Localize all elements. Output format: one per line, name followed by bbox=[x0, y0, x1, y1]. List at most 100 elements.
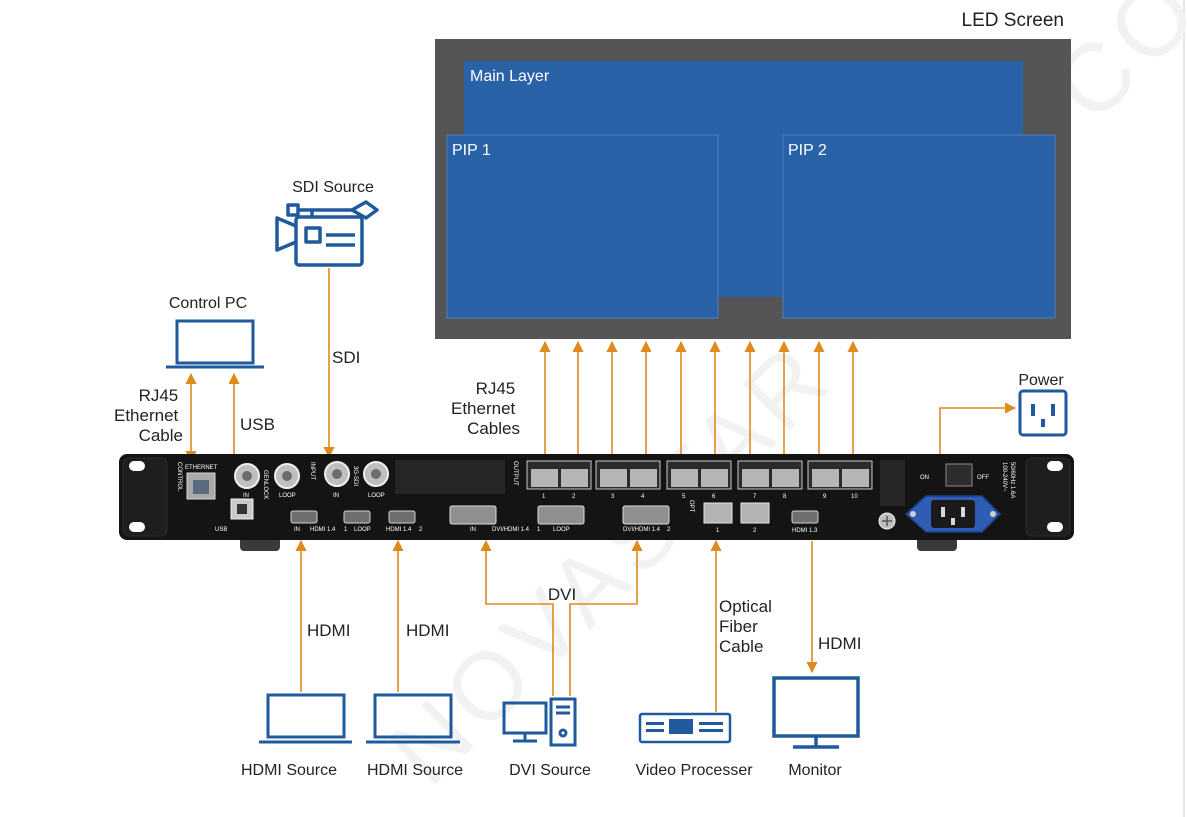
hdmi14-1-num: 1 bbox=[344, 527, 348, 533]
rack-ear-right bbox=[1025, 457, 1071, 537]
genlock-loop-label: LOOP bbox=[279, 493, 296, 499]
rack-ear-left bbox=[122, 457, 168, 537]
opt-section-label: OPT bbox=[688, 500, 694, 513]
ethernet-port-label: ETHERNET bbox=[185, 465, 218, 471]
pip2-layer bbox=[782, 134, 1056, 319]
laptop-icon bbox=[166, 319, 264, 369]
sdi-loop-bnc[interactable] bbox=[363, 461, 389, 487]
genlock-in-label: IN bbox=[243, 493, 249, 499]
monitor-label: Monitor bbox=[788, 762, 842, 779]
sdi-loop-label: LOOP bbox=[368, 493, 385, 499]
dvi-2-label: DVI/HDMI 1.4 bbox=[623, 527, 661, 533]
pip1-label: PIP 1 bbox=[452, 142, 491, 159]
device-feet-right bbox=[917, 537, 957, 551]
opt-port-2[interactable] bbox=[740, 502, 770, 524]
output-port-10[interactable] bbox=[842, 469, 869, 487]
output-section-label: OUTPUT bbox=[512, 461, 518, 486]
opt-port-1-label: 1 bbox=[716, 528, 720, 534]
hdmi14-2-label: HDMI 1.4 bbox=[386, 527, 412, 533]
video-processer-label: Video Processer bbox=[635, 762, 753, 779]
hdmi14-1-loop-label: LOOP bbox=[354, 527, 371, 533]
output-port-4[interactable] bbox=[630, 469, 657, 487]
control-pc-label: Control PC bbox=[169, 295, 247, 312]
hdmi-source-2-label: HDMI Source bbox=[367, 762, 463, 779]
hdmi14-1-in-label: IN bbox=[294, 527, 300, 533]
hdmi14-2-num: 2 bbox=[419, 527, 423, 533]
vent-grill bbox=[395, 460, 905, 506]
monitor-icon bbox=[772, 676, 860, 749]
dvi-cable-2 bbox=[569, 539, 643, 696]
output-port-6[interactable] bbox=[701, 469, 728, 487]
hdmi13-port[interactable] bbox=[791, 510, 819, 524]
power-switch[interactable] bbox=[945, 463, 973, 487]
output-port-2[interactable] bbox=[561, 469, 588, 487]
rack-hole bbox=[129, 461, 145, 471]
genlock-label: GENLOCK bbox=[262, 470, 268, 499]
output-port-5[interactable] bbox=[671, 469, 698, 487]
laptop-icon bbox=[259, 693, 352, 744]
sdi-in-bnc[interactable] bbox=[324, 461, 350, 487]
dvi-1-loop-label: LOOP bbox=[553, 527, 570, 533]
ground-screw bbox=[878, 512, 896, 530]
output-port-8[interactable] bbox=[772, 469, 799, 487]
hdmi14-2-port[interactable] bbox=[388, 510, 416, 524]
dvi-2-port[interactable] bbox=[622, 505, 670, 525]
ac-power-inlet[interactable] bbox=[904, 495, 1002, 533]
rack-hole bbox=[129, 522, 145, 532]
hdmi-label-3: HDMI bbox=[818, 634, 861, 653]
switch-off-label: OFF bbox=[977, 475, 989, 481]
genlock-loop-bnc[interactable] bbox=[274, 463, 300, 489]
output-port-group-2 bbox=[595, 460, 661, 490]
rj45-cable-label: RJ45 Ethernet Cable bbox=[114, 386, 183, 445]
sdi-in-label: IN bbox=[333, 493, 339, 499]
optical-fiber-label: Optical Fiber Cable bbox=[719, 597, 777, 656]
hdmi14-1-loop-port[interactable] bbox=[343, 510, 371, 524]
power-label: Power bbox=[1018, 372, 1064, 389]
dvi-1-loop-port[interactable] bbox=[537, 505, 585, 525]
dvi-label: DVI bbox=[548, 585, 576, 604]
output-port-number: 5 bbox=[682, 494, 686, 500]
output-port-number: 8 bbox=[783, 494, 787, 500]
rj45-cables-label: RJ45 Ethernet Cables bbox=[451, 379, 520, 438]
usb-label: USB bbox=[240, 415, 275, 434]
genlock-in-bnc[interactable] bbox=[234, 463, 260, 489]
output-port-number: 6 bbox=[712, 494, 716, 500]
pip2-label: PIP 2 bbox=[788, 142, 827, 159]
output-port-7[interactable] bbox=[742, 469, 769, 487]
output-port-1[interactable] bbox=[531, 469, 558, 487]
dvi-1-label: DVI/HDMI 1.4 bbox=[492, 527, 530, 533]
led-screen-title: LED Screen bbox=[962, 10, 1064, 31]
hdmi13-label: HDMI 1.3 bbox=[792, 528, 818, 534]
sdi-source-label: SDI Source bbox=[292, 179, 374, 196]
hdmi-label-1: HDMI bbox=[307, 621, 350, 640]
opt-port-2-label: 2 bbox=[753, 528, 757, 534]
processor-device: CONTROL ETHERNET USB GENLOCK IN LOOP INP… bbox=[119, 454, 1074, 551]
laptop-icon bbox=[366, 693, 460, 744]
dvi-source-label: DVI Source bbox=[509, 762, 591, 779]
power-outlet-icon bbox=[1018, 389, 1068, 437]
output-port-number: 4 bbox=[641, 494, 645, 500]
output-port-number: 2 bbox=[572, 494, 576, 500]
output-port-number: 1 bbox=[542, 494, 546, 500]
output-port-9[interactable] bbox=[812, 469, 839, 487]
output-port-number: 9 bbox=[823, 494, 827, 500]
hdmi14-1-label: HDMI 1.4 bbox=[310, 527, 336, 533]
dvi-1-in-port[interactable] bbox=[449, 505, 497, 525]
output-port-number: 10 bbox=[851, 494, 858, 500]
dvi-1-in-label: IN bbox=[470, 527, 476, 533]
rack-hole bbox=[1047, 522, 1063, 532]
power-rating: 50/60Hz 1.6A bbox=[1009, 462, 1015, 498]
output-port-group-1 bbox=[526, 460, 592, 490]
video-camera-icon bbox=[275, 200, 379, 267]
output-port-group-4 bbox=[737, 460, 803, 490]
sdi-label: SDI bbox=[332, 348, 360, 367]
power-voltage: 100-240V~ bbox=[1001, 462, 1007, 492]
input-section-label: INPUT bbox=[309, 462, 315, 480]
output-port-number: 7 bbox=[753, 494, 757, 500]
opt-port-1[interactable] bbox=[703, 502, 733, 524]
dvi-1-num: 1 bbox=[537, 527, 541, 533]
output-port-numbers: 1 2 3 4 5 6 7 8 9 10 bbox=[542, 494, 858, 500]
hdmi14-1-in-port[interactable] bbox=[290, 510, 318, 524]
output-port-3[interactable] bbox=[600, 469, 627, 487]
